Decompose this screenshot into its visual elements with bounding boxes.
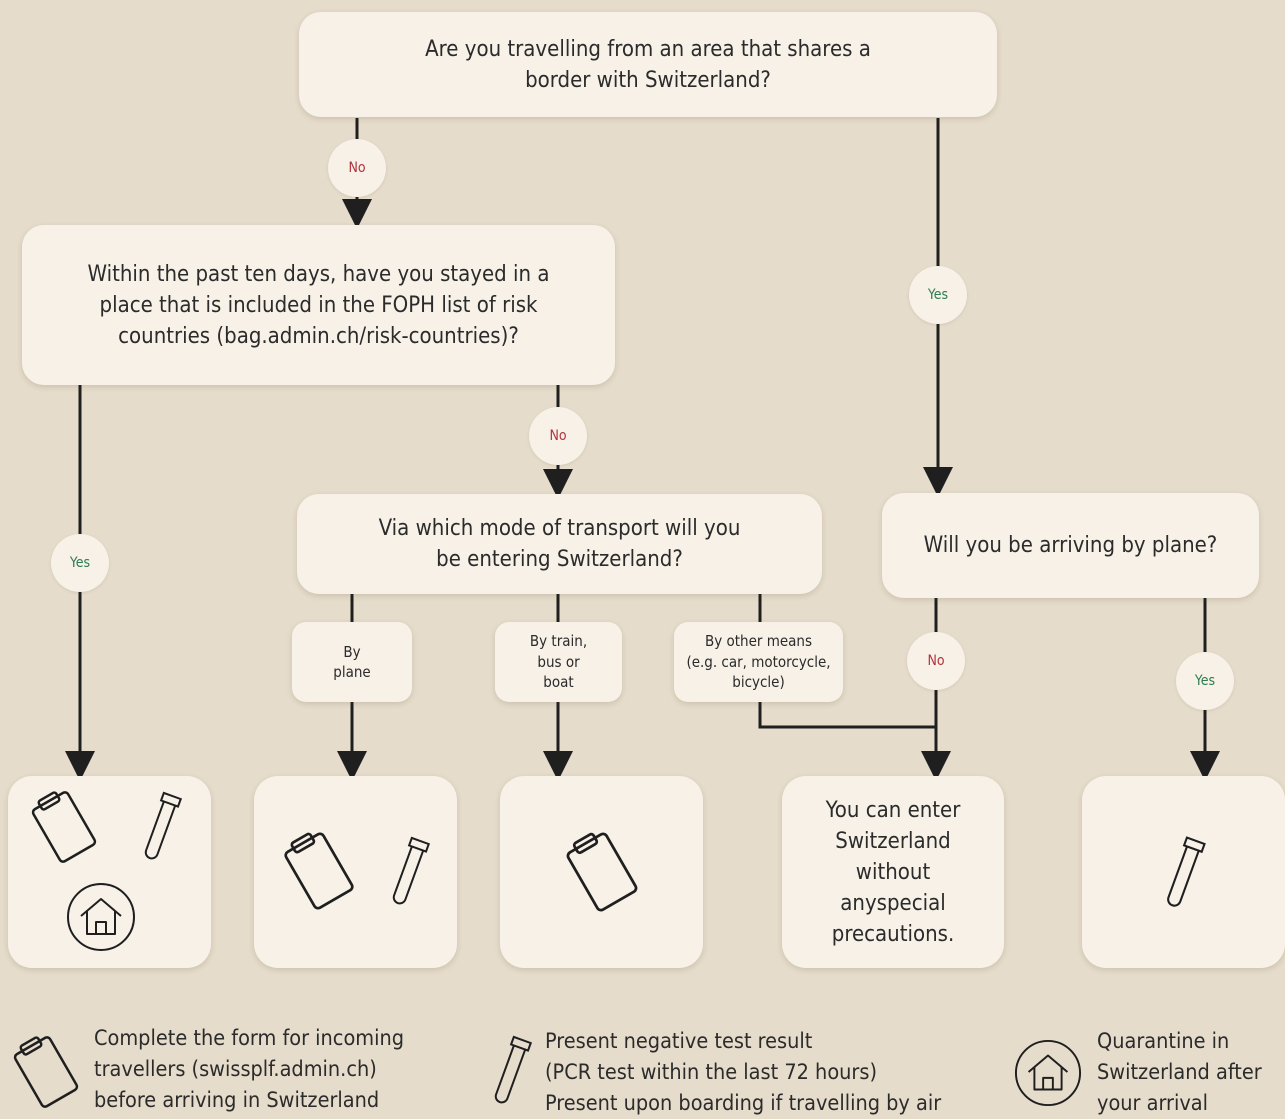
badge-no: No xyxy=(907,632,965,690)
badge-no: No xyxy=(529,407,587,465)
badge-yes: Yes xyxy=(1176,652,1234,710)
result-form-test-quarantine xyxy=(8,776,211,968)
result-test-only xyxy=(1082,776,1285,968)
test-tube-icon xyxy=(1167,836,1206,907)
badge-yes: Yes xyxy=(51,534,109,592)
result-no-precautions: You can enter Switzerland without anyspe… xyxy=(782,776,1004,968)
house-icon xyxy=(67,883,135,951)
result-form-test xyxy=(254,776,457,968)
legend-quarantine-text: Quarantine in Switzerland after your arr… xyxy=(1097,1029,1262,1116)
legend-test-text: Present negative test result (PCR test w… xyxy=(545,1029,942,1116)
question-plane: Will you be arriving by plane? xyxy=(882,493,1259,598)
clipboard-icon xyxy=(13,1036,79,1108)
badge-yes: Yes xyxy=(909,266,967,324)
clipboard-icon xyxy=(31,791,97,863)
clipboard-icon xyxy=(566,832,638,912)
result-form-only xyxy=(500,776,703,968)
legend-form-text: Complete the form for incoming traveller… xyxy=(94,1026,405,1113)
badge-no: No xyxy=(328,139,386,197)
option-by-train-bus-boat: By train, bus or boat xyxy=(495,622,622,702)
test-tube-icon xyxy=(144,791,183,860)
clipboard-icon xyxy=(284,832,354,910)
option-by-plane: By plane xyxy=(292,622,412,702)
option-by-other-means: By other means (e.g. car, motorcycle, bi… xyxy=(674,622,843,702)
question-transport: Via which mode of transport will you be … xyxy=(297,494,822,594)
question-border: Are you travelling from an area that sha… xyxy=(299,12,997,117)
line-by-other-merge xyxy=(758,702,936,729)
no-precautions-text: You can enter Switzerland without anyspe… xyxy=(825,797,961,947)
test-tube-icon xyxy=(494,1035,533,1104)
test-tube-icon xyxy=(392,836,431,905)
house-icon xyxy=(1014,1039,1082,1107)
question-risk-countries: Within the past ten days, have you staye… xyxy=(22,225,615,385)
